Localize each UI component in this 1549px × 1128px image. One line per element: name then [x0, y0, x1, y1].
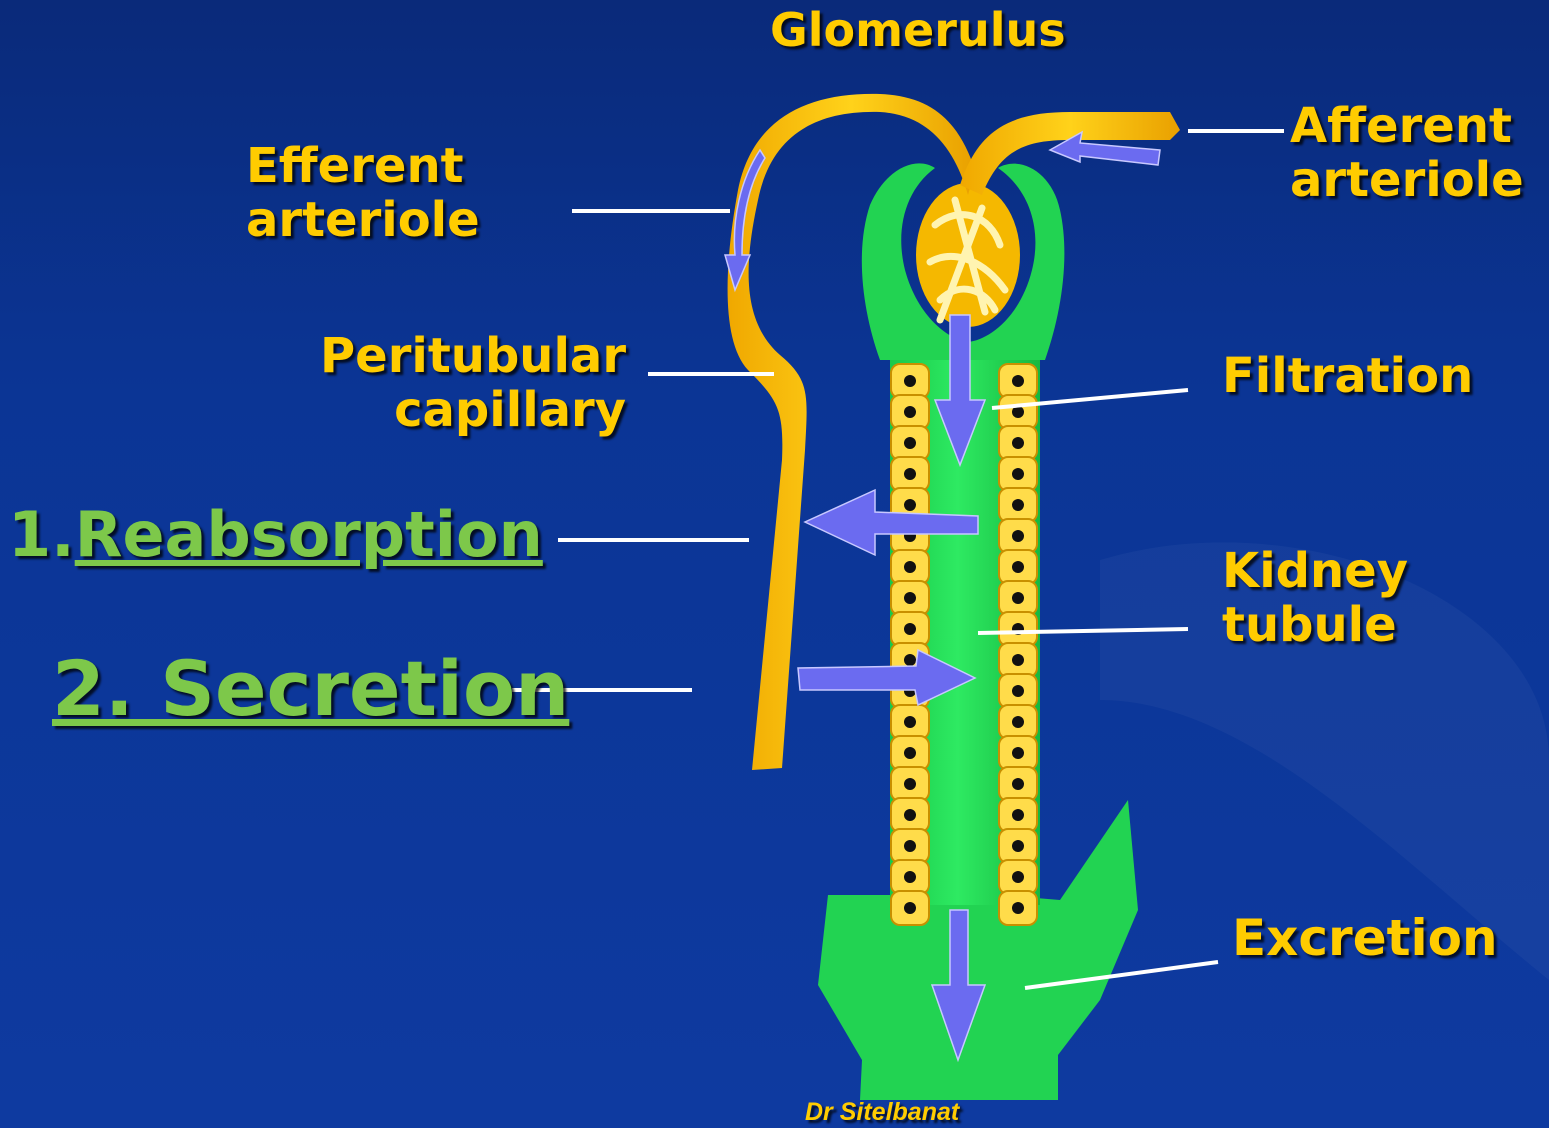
kidney-tubule-label: Kidney tubule	[1222, 545, 1408, 653]
reabsorption-label: 1.Reabsorption	[8, 500, 543, 569]
peritubular-capillary-label: Peritubular capillary	[296, 330, 626, 438]
cell-nucleus	[904, 654, 916, 666]
afferent-label-line2: arteriole	[1290, 154, 1524, 208]
efferent-arteriole-label: Efferent arteriole	[246, 140, 480, 248]
cell-nucleus	[1012, 778, 1024, 790]
efferent-label-line1: Efferent	[246, 140, 480, 194]
cell-nucleus	[904, 375, 916, 387]
cell-nucleus	[1012, 468, 1024, 480]
cell-nucleus	[904, 592, 916, 604]
reabsorption-link[interactable]: Reabsorption	[75, 498, 543, 571]
cell-nucleus	[1012, 437, 1024, 449]
tubule-cells-left	[891, 364, 929, 925]
cell-nucleus	[904, 840, 916, 852]
cell-nucleus	[904, 778, 916, 790]
cell-nucleus	[1012, 592, 1024, 604]
glomerulus-label: Glomerulus	[770, 5, 1066, 57]
cell-nucleus	[904, 747, 916, 759]
cell-nucleus	[1012, 530, 1024, 542]
tubule-cells-right	[999, 364, 1037, 925]
cell-nucleus	[1012, 654, 1024, 666]
cell-nucleus	[904, 902, 916, 914]
cell-nucleus	[904, 499, 916, 511]
cell-nucleus	[1012, 902, 1024, 914]
efferent-label-line2: arteriole	[246, 194, 480, 248]
afferent-arteriole-label: Afferent arteriole	[1290, 100, 1524, 208]
afferent-label-line1: Afferent	[1290, 100, 1524, 154]
cell-nucleus	[1012, 747, 1024, 759]
cell-nucleus	[1012, 716, 1024, 728]
cell-nucleus	[1012, 840, 1024, 852]
kidney-tubule-line1: Kidney	[1222, 545, 1408, 599]
cell-nucleus	[904, 623, 916, 635]
cell-nucleus	[1012, 561, 1024, 573]
peritubular-label-line2: capillary	[296, 384, 626, 438]
cell-nucleus	[1012, 499, 1024, 511]
filtration-label: Filtration	[1222, 350, 1473, 404]
reabsorption-number: 1.	[8, 498, 75, 571]
peritubular-label-line1: Peritubular	[296, 330, 626, 384]
kidney-tubule-line2: tubule	[1222, 599, 1408, 653]
cell-nucleus	[1012, 685, 1024, 697]
cell-nucleus	[1012, 871, 1024, 883]
cell-nucleus	[904, 871, 916, 883]
cell-nucleus	[1012, 809, 1024, 821]
secretion-link[interactable]: 2. Secretion	[52, 646, 569, 731]
cell-nucleus	[904, 561, 916, 573]
cell-nucleus	[904, 437, 916, 449]
cell-nucleus	[904, 716, 916, 728]
excretion-label: Excretion	[1232, 910, 1498, 966]
cell-nucleus	[904, 468, 916, 480]
cell-nucleus	[904, 406, 916, 418]
cell-nucleus	[904, 809, 916, 821]
cell-nucleus	[1012, 375, 1024, 387]
credit-label: Dr Sitelbanat	[805, 1098, 959, 1126]
